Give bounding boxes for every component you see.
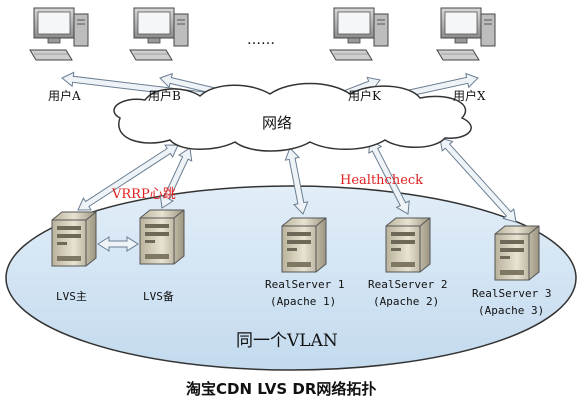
diagram-caption: 淘宝CDN LVS DR网络拓扑 (185, 380, 376, 398)
server-icon (51, 211, 97, 267)
real-server-3-sub: (Apache 3) (478, 304, 544, 317)
healthcheck-label: Healthcheck (340, 173, 423, 188)
lvs-master-label: LVS主 (56, 290, 87, 303)
user-pc-k (329, 7, 389, 61)
computer-icon (329, 7, 389, 61)
real-server-2 (385, 217, 431, 273)
real-server-2-sub: (Apache 2) (373, 295, 439, 308)
real-server-1-sub: (Apache 1) (270, 295, 336, 308)
vlan-label: 同一个VLAN (236, 331, 338, 351)
server-icon (494, 225, 540, 281)
real-server-3-name: RealServer 3 (472, 287, 551, 300)
real-server-1-name: RealServer 1 (265, 278, 344, 291)
server-icon (281, 217, 327, 273)
ellipsis-text: …… (247, 32, 275, 48)
network-label: 网络 (262, 114, 292, 132)
real-server-1 (281, 217, 327, 273)
user-label-b: 用户B (148, 88, 181, 103)
computer-icon (129, 7, 189, 61)
server-icon (385, 217, 431, 273)
arrow-vrrp (97, 236, 139, 252)
network-cloud: 网络 (113, 82, 472, 152)
user-pc-a (29, 7, 89, 61)
user-label-x: 用户X (453, 88, 486, 103)
user-label-a: 用户A (48, 88, 81, 103)
vrrp-label: VRRP心跳 (111, 187, 176, 202)
real-server-3 (494, 225, 540, 281)
real-server-2-name: RealServer 2 (368, 278, 447, 291)
server-icon (139, 209, 185, 265)
user-label-k: 用户K (348, 88, 382, 103)
user-pc-b (129, 7, 189, 61)
lvs-master-server (51, 211, 97, 267)
computer-icon (436, 7, 496, 61)
user-pc-x (436, 7, 496, 61)
lvs-backup-label: LVS备 (143, 289, 174, 303)
computer-icon (29, 7, 89, 61)
lvs-backup-server (139, 209, 185, 265)
